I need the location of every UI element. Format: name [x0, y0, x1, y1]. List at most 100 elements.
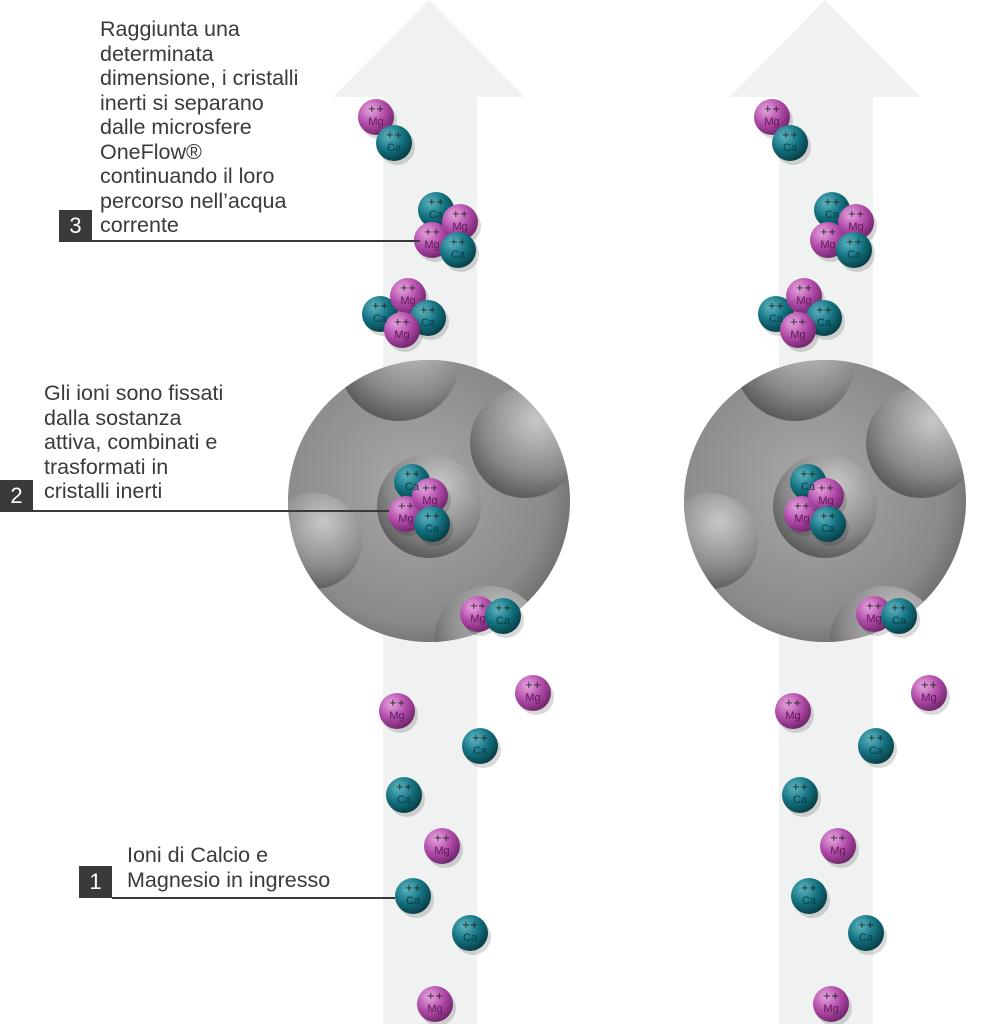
ion-symbol: Ca [793, 794, 808, 806]
ion-symbol: Mg [823, 1003, 838, 1015]
calcium-ion [836, 232, 875, 272]
ion-symbol: Mg [764, 116, 779, 128]
ion-symbol: Mg [830, 845, 845, 857]
ion-symbol: Ca [783, 142, 798, 154]
calcium-ion [858, 728, 897, 768]
ion-symbol: Ca [473, 745, 488, 757]
magnesium-ion [813, 986, 852, 1024]
magnesium-ion [911, 675, 950, 715]
ion-charge: ++ [921, 680, 938, 691]
ion-symbol: Mg [394, 329, 409, 341]
ion-charge: ++ [800, 469, 817, 480]
ion-symbol: Mg [921, 692, 936, 704]
calcium-ion [414, 506, 453, 546]
step-2-badge: 2 [0, 480, 33, 512]
ion-spheres [358, 99, 950, 1024]
magnesium-ion [820, 828, 859, 868]
ion-symbol: Ca [859, 932, 874, 944]
ion-symbol: Ca [802, 895, 817, 907]
ion-charge: ++ [796, 283, 813, 294]
ion-symbol: Ca [406, 895, 421, 907]
magnesium-ion [515, 675, 554, 715]
ion-symbol: Mg [818, 495, 833, 507]
ion-charge: ++ [848, 209, 865, 220]
step-1-leader-line [112, 897, 395, 899]
pit [288, 493, 362, 589]
ion-charge: ++ [816, 305, 833, 316]
ion-symbol: Ca [825, 209, 840, 221]
ion-symbol: Mg [796, 295, 811, 307]
ion-charge: ++ [785, 698, 802, 709]
ion-symbol: Ca [405, 481, 420, 493]
ion-symbol: Ca [847, 249, 862, 261]
ion-symbol: Ca [387, 142, 402, 154]
ion-symbol: Mg [794, 513, 809, 525]
ion-symbol: Mg [848, 221, 863, 233]
ion-charge: ++ [420, 305, 437, 316]
ion-charge: ++ [398, 501, 415, 512]
ion-charge: ++ [428, 197, 445, 208]
ion-charge: ++ [495, 603, 512, 614]
ion-symbol: Ca [425, 523, 440, 535]
ion-charge: ++ [790, 317, 807, 328]
calcium-ion [462, 728, 501, 768]
ion-charge: ++ [427, 991, 444, 1002]
ion-charge: ++ [764, 104, 781, 115]
ion-symbol: Mg [400, 295, 415, 307]
ion-charge: ++ [394, 317, 411, 328]
ion-charge: ++ [386, 130, 403, 141]
ion-symbol: Mg [790, 329, 805, 341]
step-1-badge: 1 [79, 866, 112, 898]
ion-labels: ++Mg++Ca++Ca++Mg++Mg++Ca++Ca++Mg++Ca++Mg… [368, 104, 938, 1015]
ion-charge: ++ [462, 920, 479, 931]
ion-charge: ++ [368, 104, 385, 115]
pit [470, 388, 570, 498]
ion-charge: ++ [820, 511, 837, 522]
ion-symbol: Mg [422, 495, 437, 507]
calcium-ion [386, 777, 425, 817]
ion-symbol: Ca [821, 523, 836, 535]
ion-symbol: Ca [463, 932, 478, 944]
ion-symbol: Ca [817, 317, 832, 329]
ion-symbol: Mg [452, 221, 467, 233]
ion-charge: ++ [830, 833, 847, 844]
ion-charge: ++ [868, 733, 885, 744]
calcium-ion [782, 777, 821, 817]
ion-symbol: Mg [368, 116, 383, 128]
pit [684, 493, 758, 589]
ion-symbol: Mg [866, 613, 881, 625]
ion-symbol: Mg [820, 239, 835, 251]
step-3-leader-line [92, 240, 420, 242]
ion-symbol: Ca [373, 313, 388, 325]
ion-symbol: Ca [801, 481, 816, 493]
ion-charge: ++ [823, 991, 840, 1002]
ion-charge: ++ [801, 883, 818, 894]
ion-charge: ++ [470, 601, 487, 612]
calcium-ion [485, 598, 524, 638]
ion-charge: ++ [891, 603, 908, 614]
magnesium-ion [780, 312, 819, 352]
ion-symbol: Mg [525, 692, 540, 704]
calcium-ion [772, 125, 811, 165]
ion-symbol: Mg [470, 613, 485, 625]
ion-charge: ++ [452, 209, 469, 220]
ion-charge: ++ [792, 782, 809, 793]
ion-symbol: Ca [429, 209, 444, 221]
ion-symbol: Mg [785, 710, 800, 722]
ion-charge: ++ [396, 782, 413, 793]
calcium-ion [376, 125, 415, 165]
ion-charge: ++ [768, 301, 785, 312]
ion-charge: ++ [372, 301, 389, 312]
ion-charge: ++ [405, 883, 422, 894]
ion-charge: ++ [794, 501, 811, 512]
magnesium-ion [417, 986, 456, 1024]
calcium-ion [810, 506, 849, 546]
ion-charge: ++ [866, 601, 883, 612]
pit [866, 388, 966, 498]
calcium-ion [395, 878, 434, 918]
step-1-text: Ioni di Calcio e Magnesio in ingresso [127, 843, 331, 892]
calcium-ion [881, 598, 920, 638]
ion-charge: ++ [434, 833, 451, 844]
step-3-text: Raggiunta una determinata dimensione, i … [100, 17, 299, 237]
